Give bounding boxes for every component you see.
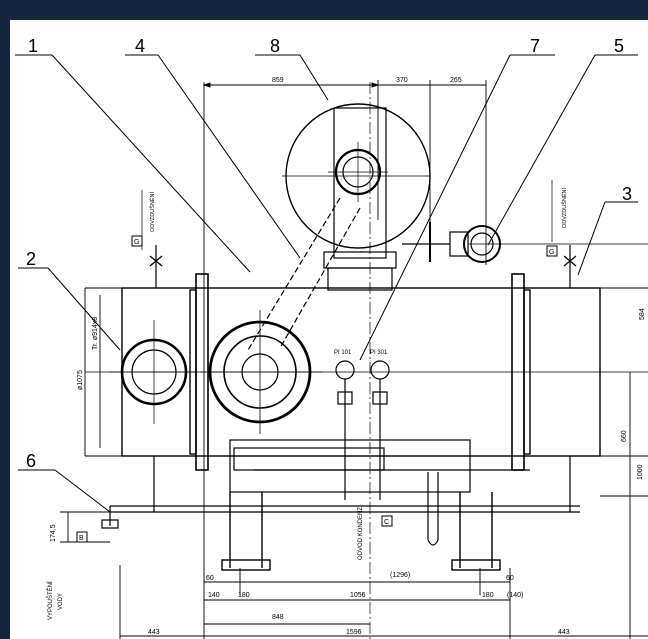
left-dimensions (60, 287, 122, 543)
label-pi101: PI 101 (334, 350, 352, 356)
dim-1596: 1596 (346, 629, 362, 636)
technical-drawing: 1 4 8 7 5 3 2 6 859 370 265 584 660 1000… (15, 36, 648, 639)
dim-60-right: 60 (506, 575, 514, 582)
dim-180-left: 180 (238, 592, 250, 599)
dim-660: 660 (621, 430, 628, 442)
dim-174-5: 174,5 (50, 524, 57, 542)
tag-boxes (76, 235, 558, 543)
top-dimension-chain (202, 80, 487, 639)
drawing-sheet: 1 4 8 7 5 3 2 6 859 370 265 584 660 1000… (10, 20, 648, 639)
dim-265: 265 (450, 77, 462, 84)
dim-370: 370 (396, 77, 408, 84)
dim-443-right: 443 (558, 629, 570, 636)
dim-1296: (1296) (390, 572, 410, 579)
nozzle-item5 (402, 222, 648, 263)
right-dimensions (600, 287, 648, 639)
label-vypousteni: VYPOUŠTĚNÍ (46, 581, 54, 620)
tag-b: B (79, 535, 84, 542)
dim-584: 584 (639, 308, 646, 320)
drain-piping (101, 439, 580, 546)
tag-g-left: G (134, 239, 139, 246)
callout-7: 7 (530, 36, 540, 56)
callout-numbers: 1 4 8 7 5 3 2 6 (26, 36, 632, 471)
dim-1056: 1056 (350, 592, 366, 599)
main-manhole (200, 310, 322, 434)
fan-casing (247, 103, 431, 351)
dimension-texts: 859 370 265 584 660 1000 ø1075 Tr. ø914x… (50, 77, 646, 636)
callout-3: 3 (622, 184, 632, 204)
label-vody: VODY (58, 593, 64, 610)
dim-140: 140 (208, 592, 220, 599)
dim-443-left: 443 (148, 629, 160, 636)
callout-leaders (15, 54, 638, 513)
callout-5: 5 (614, 36, 624, 56)
vent-valves (141, 180, 577, 288)
bottom-dimensions (119, 565, 648, 639)
vessel-shell (85, 82, 648, 639)
dim-1075: ø1075 (77, 370, 84, 390)
callout-4: 4 (135, 36, 145, 56)
callout-1: 1 (28, 36, 38, 56)
tag-c: C (384, 519, 389, 526)
dim-180-right: 180 (482, 592, 494, 599)
label-odvod-kondenz: ODVOD KONDENZ. (358, 505, 364, 560)
dim-60-left: 60 (206, 575, 214, 582)
callout-6: 6 (26, 451, 36, 471)
saddle-supports (221, 492, 501, 571)
dim-859: 859 (272, 77, 284, 84)
dim-848: 848 (272, 614, 284, 621)
instrument-labels: PI 101 PI 301 ODVZDUŠNĚNÍ ODVZDUŠNĚNÍ VY… (46, 187, 568, 620)
dim-1000: 1000 (637, 464, 644, 480)
dim-914: Tr. ø914x8 (92, 317, 99, 350)
pressure-gauges (335, 360, 390, 500)
label-pi301: PI 301 (370, 350, 388, 356)
dim-140-paren: (140) (507, 592, 523, 599)
left-manhole (110, 320, 198, 424)
tag-g-right: G (549, 249, 554, 256)
tag-letters: G G C B (79, 239, 554, 542)
label-odvzdusneni-left: ODVZDUŠNĚNÍ (148, 191, 156, 232)
label-odvzdusneni-right: ODVZDUŠNĚNÍ (560, 187, 568, 228)
callout-8: 8 (270, 36, 280, 56)
callout-2: 2 (26, 249, 36, 269)
